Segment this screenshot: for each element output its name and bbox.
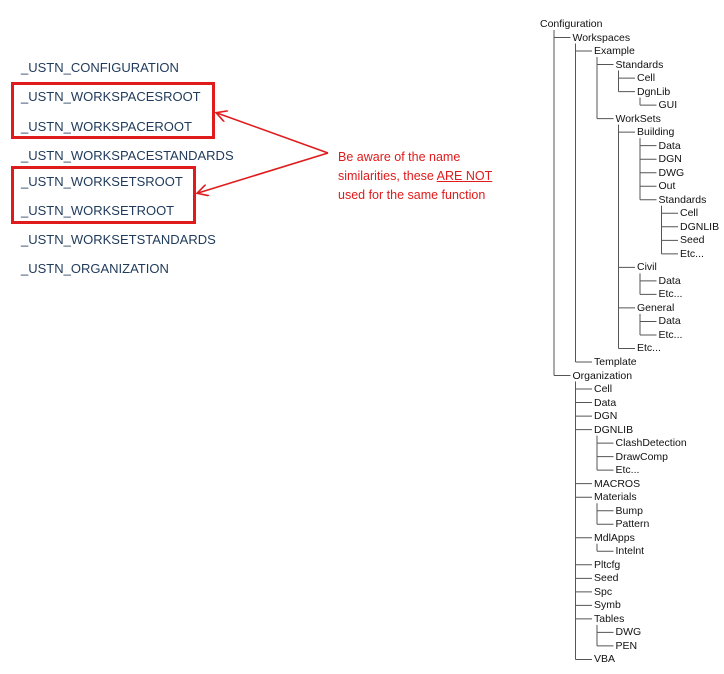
tree-node: Cell <box>594 383 613 396</box>
tree-node: GUI <box>658 99 678 112</box>
tree-node: Data <box>658 274 681 287</box>
tree-node: Etc... <box>658 288 683 301</box>
tree-node: MdlApps <box>594 531 635 544</box>
tree-node: DGNLIB <box>680 220 720 233</box>
tree-node: DGNLIB <box>594 423 634 436</box>
tree-node: Etc... <box>615 464 640 477</box>
tree-node: DWG <box>658 166 685 179</box>
tree-node: Standards <box>615 58 664 71</box>
tree-node: Example <box>594 45 635 58</box>
tree-node: Seed <box>594 572 619 585</box>
tree-node: Configuration <box>540 18 603 30</box>
tree-node: Out <box>658 180 676 193</box>
note-line-2-prefix: similarities, these <box>338 169 437 183</box>
tree-node: Intelnt <box>615 545 645 558</box>
tree-node: Organization <box>572 369 633 382</box>
tree-node: Template <box>594 356 637 368</box>
variable-worksetroot: _USTN_WORKSETROOT <box>21 203 175 218</box>
tree-node: DrawComp <box>615 450 669 463</box>
variable-worksetstandards: _USTN_WORKSETSTANDARDS <box>21 232 216 247</box>
tree-node: MACROS <box>594 477 641 490</box>
tree-node: Etc... <box>658 328 683 341</box>
variable-workspacesroot: _USTN_WORKSPACESROOT <box>21 89 201 104</box>
arrow-to-workset-box <box>198 152 329 193</box>
note-line-1: Be aware of the name <box>338 150 461 164</box>
tree-node: DgnLib <box>637 85 671 98</box>
warning-note: Be aware of the name similarities, these… <box>338 148 538 205</box>
variable-list: _USTN_CONFIGURATION _USTN_WORKSPACESROOT… <box>0 0 300 300</box>
variable-organization: _USTN_ORGANIZATION <box>21 261 169 276</box>
tree-node: Materials <box>594 491 637 504</box>
tree-node: Etc... <box>680 247 704 260</box>
tree-node: VBA <box>594 653 616 666</box>
tree-node: Civil <box>637 261 657 274</box>
tree-node: Data <box>658 139 681 152</box>
tree-node: Cell <box>680 207 699 220</box>
tree-node: Tables <box>594 612 625 625</box>
variable-configuration: _USTN_CONFIGURATION <box>21 60 179 75</box>
tree-node: DWG <box>615 626 642 639</box>
note-line-2: similarities, these ARE NOT <box>338 167 538 186</box>
tree-node: General <box>637 301 675 314</box>
tree-node: Workspaces <box>572 31 631 44</box>
tree-node: Cell <box>637 72 656 85</box>
arrow-to-workspace-box <box>217 113 329 154</box>
variable-worksetsroot: _USTN_WORKSETSROOT <box>21 174 183 189</box>
tree-node: Data <box>594 396 617 409</box>
tree-node: Pltcfg <box>594 558 621 571</box>
variable-workspaceroot: _USTN_WORKSPACEROOT <box>21 119 192 134</box>
tree-node: Standards <box>658 193 707 206</box>
tree-node: Data <box>658 315 681 328</box>
highlight-box-workspace <box>11 82 215 139</box>
tree-node: Symb <box>594 599 621 612</box>
tree-node: Pattern <box>615 518 650 531</box>
tree-node: WorkSets <box>615 112 661 125</box>
tree-node: PEN <box>615 639 638 652</box>
annotation-arrows <box>0 0 329 300</box>
tree-connectors <box>553 30 678 660</box>
tree-node: Bump <box>615 504 643 517</box>
tree-node: Building <box>637 126 675 139</box>
tree-node: DGN <box>658 153 682 166</box>
highlight-box-workset <box>11 166 196 224</box>
tree-node: Spc <box>594 585 613 598</box>
tree-node: Seed <box>680 234 705 247</box>
tree-node: DGN <box>594 410 618 423</box>
variable-workspacestandards: _USTN_WORKSPACESTANDARDS <box>21 148 234 163</box>
note-emphasis: ARE NOT <box>436 169 493 183</box>
tree-node: ClashDetection <box>615 437 687 450</box>
note-line-3: used for the same function <box>338 188 486 202</box>
tree-node: Etc... <box>637 342 661 355</box>
